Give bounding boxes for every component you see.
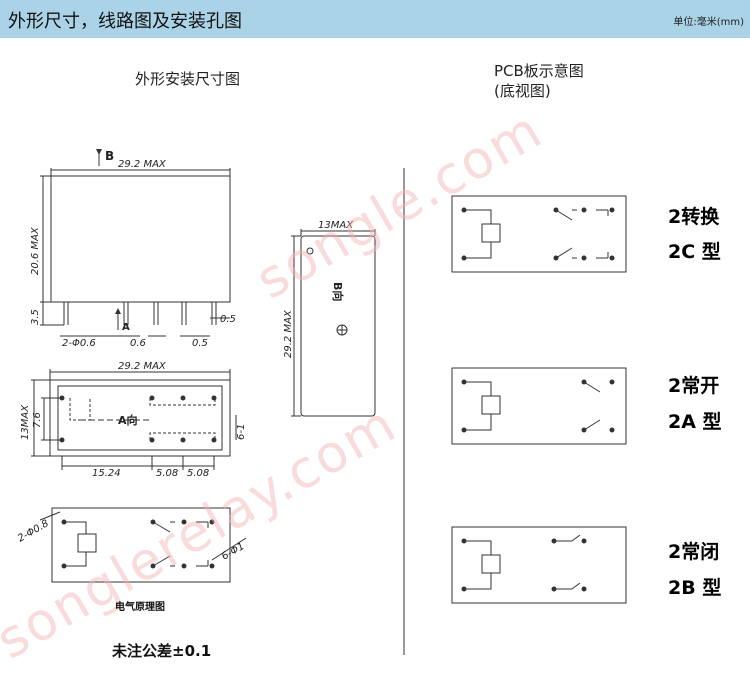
bottom-view xyxy=(31,369,237,470)
schematic-left xyxy=(39,507,247,583)
right-subheading: (底视图) xyxy=(494,82,551,100)
unit-label: 单位:毫米(mm) xyxy=(673,17,744,28)
type-2b-code: 2B 型 xyxy=(668,577,722,599)
a-view-label: A向 xyxy=(118,413,138,427)
side-view xyxy=(291,229,376,417)
pin-width2-label: 0.5 xyxy=(192,338,208,349)
a-direction-label: A xyxy=(122,322,130,333)
type-2a-name: 2常开 xyxy=(668,375,720,397)
pin-width3-label: 0.5 xyxy=(220,314,236,325)
front-view xyxy=(40,168,231,337)
hole-dia-label: 6-1 xyxy=(236,424,247,440)
bottom-height-label: 13MAX xyxy=(20,404,31,440)
schematic-hole-label: 2-Φ0.8 xyxy=(16,518,51,544)
pcb-2a xyxy=(451,367,627,445)
watermark-songle: songle.com xyxy=(247,100,553,311)
type-2b-name: 2常闭 xyxy=(668,541,720,563)
page-title: 外形尺寸，线路图及安装孔图 xyxy=(8,11,242,32)
pcb-2c xyxy=(451,195,627,273)
tolerance-note: 未注公差±0.1 xyxy=(112,642,212,660)
pin-diameter-label: 2-Φ0.6 xyxy=(62,338,96,349)
header-bar: 外形尺寸，线路图及安装孔图 单位:毫米(mm) xyxy=(0,0,750,38)
width-max-label: 29.2 MAX xyxy=(118,159,167,170)
side-b-label: B向 xyxy=(331,282,345,301)
depth-max-label: 13MAX xyxy=(318,220,354,231)
schematic-caption: 电气原理图 xyxy=(115,602,165,613)
bottom-width-label: 29.2 MAX xyxy=(118,361,167,372)
span3-label: 5.08 xyxy=(187,468,209,479)
b-direction-label: B xyxy=(105,149,114,163)
side-height-label: 29.2 MAX xyxy=(283,309,294,358)
pin-width-label: 0.6 xyxy=(130,338,146,349)
row-gap-label: 7.6 xyxy=(32,412,43,428)
right-heading: PCB板示意图 xyxy=(494,62,584,80)
height-max-label: 20.6 MAX xyxy=(30,226,41,275)
pin-length-label: 3.5 xyxy=(30,309,41,325)
type-2c-name: 2转换 xyxy=(668,206,720,228)
type-2a-code: 2A 型 xyxy=(668,411,722,433)
span1-label: 15.24 xyxy=(92,468,121,479)
span2-label: 5.08 xyxy=(156,468,178,479)
pcb-2b xyxy=(451,526,627,604)
watermark-songlerelay: songlerelay.com xyxy=(0,394,407,671)
type-2c-code: 2C 型 xyxy=(668,241,721,263)
left-heading: 外形安装尺寸图 xyxy=(135,70,241,88)
